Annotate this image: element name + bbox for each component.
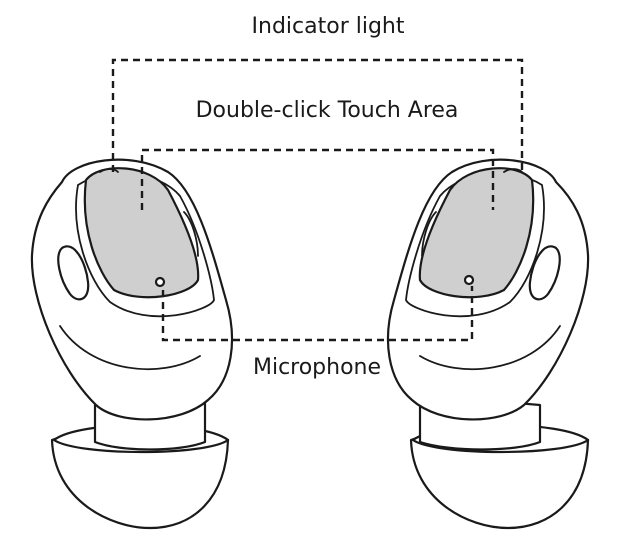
left-side-vent bbox=[57, 245, 90, 301]
left-earbud bbox=[30, 158, 234, 530]
right-side-notch bbox=[421, 211, 437, 257]
right-microphone-hole bbox=[463, 274, 475, 286]
left-indicator-notch bbox=[99, 168, 119, 173]
microphone-label: Microphone bbox=[252, 355, 382, 380]
left-side-notch bbox=[183, 211, 199, 257]
left-microphone-hole bbox=[154, 276, 166, 288]
touch-area-callout bbox=[140, 148, 495, 210]
right-earbud bbox=[386, 158, 590, 530]
right-touch-pad bbox=[418, 167, 535, 299]
microphone-callout bbox=[161, 286, 474, 342]
indicator-light-callout bbox=[111, 58, 524, 172]
indicator-light-label: Indicator light bbox=[251, 14, 405, 39]
right-indicator-notch bbox=[503, 168, 523, 173]
right-body-crease bbox=[419, 325, 561, 371]
left-body-crease bbox=[59, 325, 201, 371]
touch-area-label: Double-click Touch Area bbox=[195, 98, 459, 123]
right-side-vent bbox=[528, 245, 561, 301]
